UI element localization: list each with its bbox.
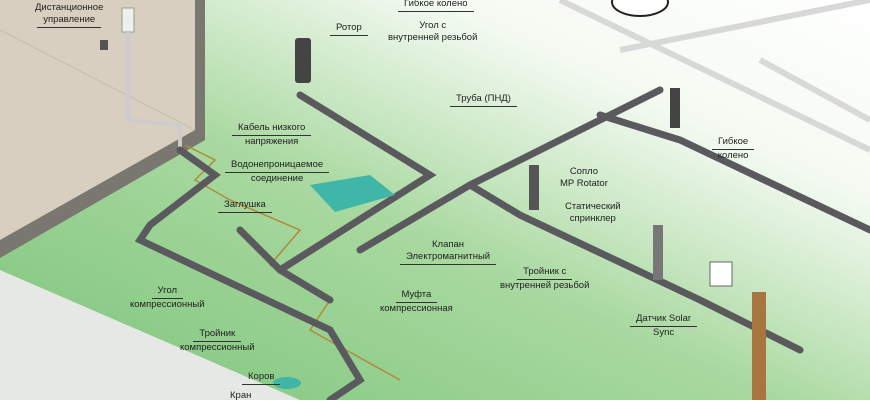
detail-callout: [611, 0, 669, 17]
label-flex-elbow-top: Гибкое колено: [398, 0, 474, 12]
label-plug: Заглушка: [218, 199, 272, 213]
pipes: [134, 86, 870, 400]
rotor-sprinkler-2: [670, 88, 680, 128]
controller-box: [121, 7, 135, 33]
pavement: [0, 270, 300, 400]
label-valve-tap: Кран: [230, 390, 252, 401]
label-pipe: Труба (ПНД): [450, 93, 517, 107]
label-box: Коров: [242, 371, 281, 385]
wooden-post: [752, 292, 766, 400]
valve-box-round: [273, 377, 301, 389]
power-outlet: [100, 40, 108, 50]
valve-box-lid: [310, 175, 395, 212]
rotor-sprinkler: [295, 38, 311, 83]
solar-sync-sensor: [709, 261, 733, 287]
label-rotor: Ротор: [330, 22, 368, 36]
static-sprinkler: [653, 225, 663, 280]
mp-rotator-sprinkler: [529, 165, 539, 210]
white-pipes: [558, 0, 870, 153]
conduit: [126, 32, 182, 150]
house-wall: [0, 0, 205, 258]
